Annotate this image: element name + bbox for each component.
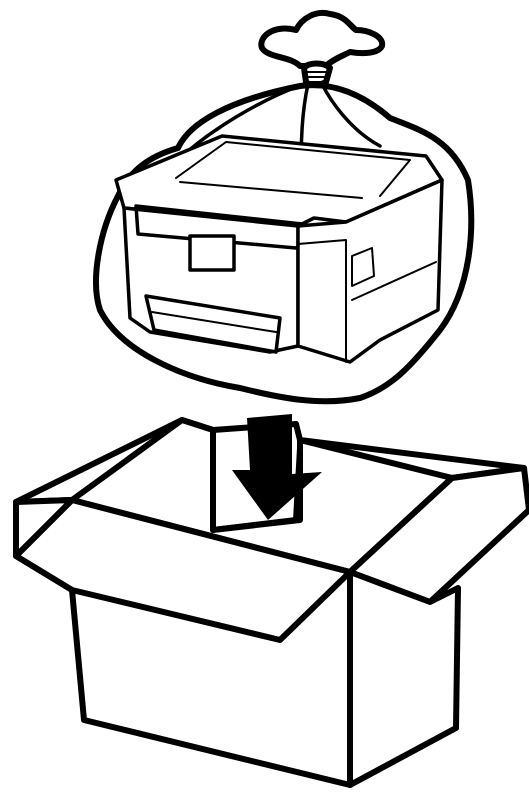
box-left-flap (13, 497, 75, 559)
down-arrow-icon (232, 414, 322, 520)
bag-fold-right (320, 82, 382, 148)
printer-ink-tank (296, 178, 444, 364)
printer-screen (188, 234, 236, 272)
printer-side-bottom (351, 261, 437, 301)
printer-icon (114, 134, 444, 364)
box-right-flap (347, 465, 529, 605)
printer-ink-tank-edge (297, 239, 347, 363)
printer-lid-line (175, 141, 411, 197)
printer-paper-tray (144, 294, 282, 354)
bag-tie-top (258, 10, 386, 69)
printer-side-detail (351, 247, 375, 287)
box-side-panel (347, 569, 461, 788)
arrow-shape (232, 414, 322, 520)
